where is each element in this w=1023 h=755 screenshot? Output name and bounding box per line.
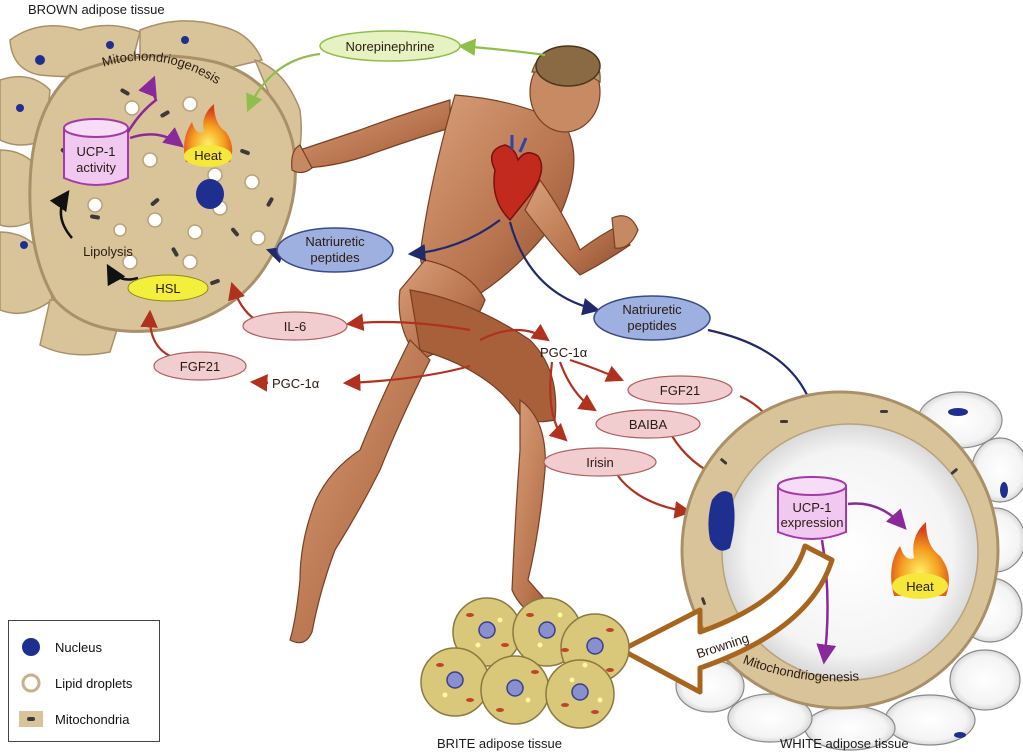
white-title: WHITE adipose tissue xyxy=(780,736,909,751)
white-heat-label: Heat xyxy=(906,579,934,594)
fgf21-brown-label: FGF21 xyxy=(180,359,220,374)
brown-ucp1-label: UCP-1 xyxy=(76,144,115,159)
white-ucp1-label: UCP-1 xyxy=(792,500,831,515)
brown-ucp1-to-heat-arrow xyxy=(129,127,184,148)
brown-adipose-tissue: Mitochondriogenesis UCP-1 activity Heat … xyxy=(0,20,302,356)
pgc1a-left-label: PGC-1α xyxy=(272,376,320,391)
white-ucp1-expression-label: expression xyxy=(781,515,844,530)
legend-nucleus-label: Nucleus xyxy=(55,639,102,655)
brite-title: BRITE adipose tissue xyxy=(437,736,562,751)
natriuretic-brown-label-1: Natriuretic xyxy=(305,234,365,249)
brown-title: BROWN adipose tissue xyxy=(28,2,165,17)
legend-nucleus: Nucleus xyxy=(19,635,102,659)
natriuretic-peptides-brown-node: Natriuretic peptides xyxy=(276,227,394,273)
brown-surrounding-nuclei xyxy=(16,36,189,249)
brown-ucp1-cylinder: UCP-1 activity xyxy=(63,118,129,186)
muscle-to-il6-arrow xyxy=(345,313,471,332)
norepinephrine-label: Norepinephrine xyxy=(346,39,435,54)
natriuretic-brown-label-2: peptides xyxy=(310,250,360,265)
pgc1a-to-irisin-arrow xyxy=(548,361,568,442)
brown-mitochondria xyxy=(60,88,274,286)
legend-lipid-label: Lipid droplets xyxy=(55,675,133,691)
white-mitochondria xyxy=(701,410,958,606)
baiba-label: BAIBA xyxy=(629,417,668,432)
legend: Nucleus Lipid droplets Mitochondria xyxy=(8,620,160,742)
natriuretic-white-label-1: Natriuretic xyxy=(622,302,682,317)
brain-icon xyxy=(535,45,601,87)
brite-mitochondria xyxy=(436,613,614,714)
hsl-to-lipolysis-arrow xyxy=(106,263,139,287)
legend-mitochondria-label: Mitochondria xyxy=(55,711,130,727)
norepinephrine-node: Norepinephrine xyxy=(319,30,461,62)
white-ucp1-cylinder: UCP-1 expression xyxy=(777,476,847,540)
brown-heat-icon: Heat xyxy=(184,104,233,167)
natriuretic-peptides-white-node: Natriuretic peptides xyxy=(593,295,711,341)
brown-ucp1-activity-label: activity xyxy=(76,160,116,175)
white-adipose-tissue: UCP-1 expression Heat Mitochondriogenesi… xyxy=(675,390,1023,751)
brown-heat-label: Heat xyxy=(194,148,222,163)
brite-adipose-tissue xyxy=(420,597,630,729)
legend-mitochondria: Mitochondria xyxy=(19,707,129,731)
fgf21-white-node: FGF21 xyxy=(627,375,733,405)
brown-lipid-droplets xyxy=(87,96,266,270)
fgf21-brown-node: FGF21 xyxy=(153,351,247,381)
ucp1-to-heat-arrow xyxy=(847,502,907,530)
il6-node: IL-6 xyxy=(242,311,348,341)
pgc1a-right-label: PGC-1α xyxy=(540,345,588,360)
lipolysis-to-ucp1-arrow xyxy=(49,189,73,239)
baiba-node: BAIBA xyxy=(595,409,701,439)
pgc1a-to-fgf21-arrow xyxy=(249,374,269,392)
heart-to-np-white-arrow xyxy=(508,221,601,316)
white-nucleus xyxy=(708,491,735,551)
fgf21-to-brown-arrow xyxy=(140,309,171,357)
brain-to-norepinephrine-arrow xyxy=(457,38,546,57)
norepinephrine-to-brown-arrow xyxy=(246,52,321,113)
il6-label: IL-6 xyxy=(284,319,306,334)
pgc1a-to-baiba-arrow xyxy=(558,361,597,412)
brown-lipolysis-label: Lipolysis xyxy=(83,244,133,259)
hsl-node: HSL xyxy=(127,274,209,302)
muscle-to-pgc1a-left-arrow xyxy=(342,364,471,392)
pgc1a-to-fgf21-right-arrow xyxy=(569,358,625,382)
natriuretic-white-label-2: peptides xyxy=(627,318,677,333)
fgf21-white-label: FGF21 xyxy=(660,383,700,398)
brown-nucleus xyxy=(196,179,224,209)
brown-ucp1-to-mito-arrow xyxy=(126,75,158,133)
heart-icon xyxy=(490,135,543,222)
brite-nuclei xyxy=(446,621,604,701)
nucleus-swatch xyxy=(19,637,43,657)
lipid-droplet-swatch xyxy=(19,673,43,693)
brite-lipid-droplets xyxy=(442,612,603,703)
heart-to-np-brown-arrow xyxy=(407,219,501,262)
muscle-to-pgc1a-right-arrow xyxy=(479,323,550,342)
irisin-label: Irisin xyxy=(586,455,613,470)
mitochondria-swatch xyxy=(19,709,43,729)
white-heat-icon: Heat xyxy=(891,522,949,599)
brite-cells xyxy=(420,597,630,729)
hsl-label: HSL xyxy=(155,281,180,296)
irisin-node: Irisin xyxy=(543,447,657,477)
irisin-to-white-arrow xyxy=(617,475,693,519)
legend-lipid-droplets: Lipid droplets xyxy=(19,671,132,695)
